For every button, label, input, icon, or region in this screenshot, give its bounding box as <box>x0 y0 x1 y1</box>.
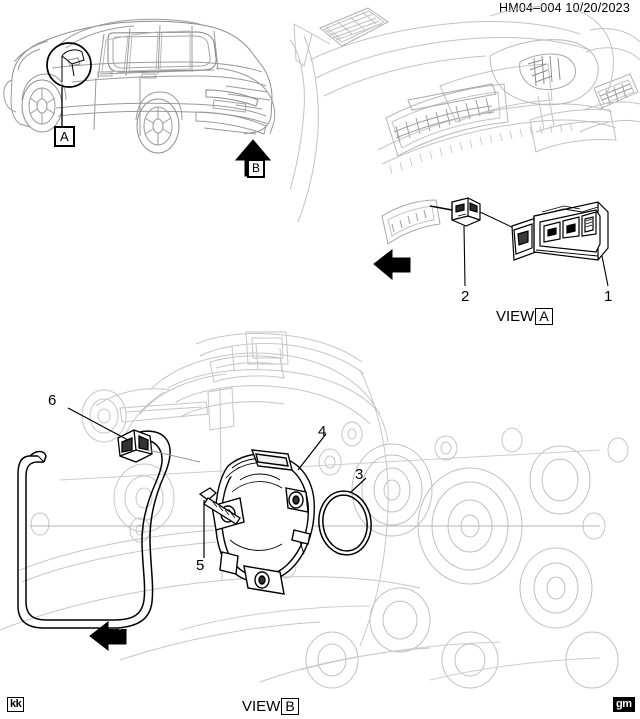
callout-2: 2 <box>461 288 470 305</box>
publisher-logo: gm <box>613 697 635 712</box>
instrument-panel-drawing <box>290 5 640 245</box>
front-direction-arrow-a-icon <box>373 248 411 281</box>
direction-marker-b: B <box>247 159 266 178</box>
callout-5: 5 <box>196 557 205 574</box>
header-document-code: HM04–004 10/20/2023 <box>499 1 630 15</box>
view-a-label-letter: A <box>535 308 553 325</box>
callout-3: 3 <box>355 466 364 483</box>
front-direction-arrow-b-icon <box>89 620 127 652</box>
detail-marker-a: A <box>54 126 75 147</box>
switch-assembly-drawing <box>430 197 609 287</box>
front-direction-label-b: FRT <box>108 628 127 639</box>
callout-4: 4 <box>318 423 327 440</box>
view-a-label-text: VIEW <box>496 308 535 325</box>
view-b-label: VIEW B <box>242 698 299 715</box>
vehicle-overview-drawing <box>3 18 276 154</box>
callout-6: 6 <box>48 392 57 409</box>
view-b-label-text: VIEW <box>242 698 281 715</box>
front-direction-label-a: FRT <box>391 261 410 272</box>
callout-1: 1 <box>604 288 613 305</box>
view-a-label: VIEW A <box>496 308 553 325</box>
sheet-mark: kk <box>7 697 25 712</box>
engine-bay-drawing <box>0 331 629 689</box>
view-b-label-letter: B <box>281 698 299 715</box>
